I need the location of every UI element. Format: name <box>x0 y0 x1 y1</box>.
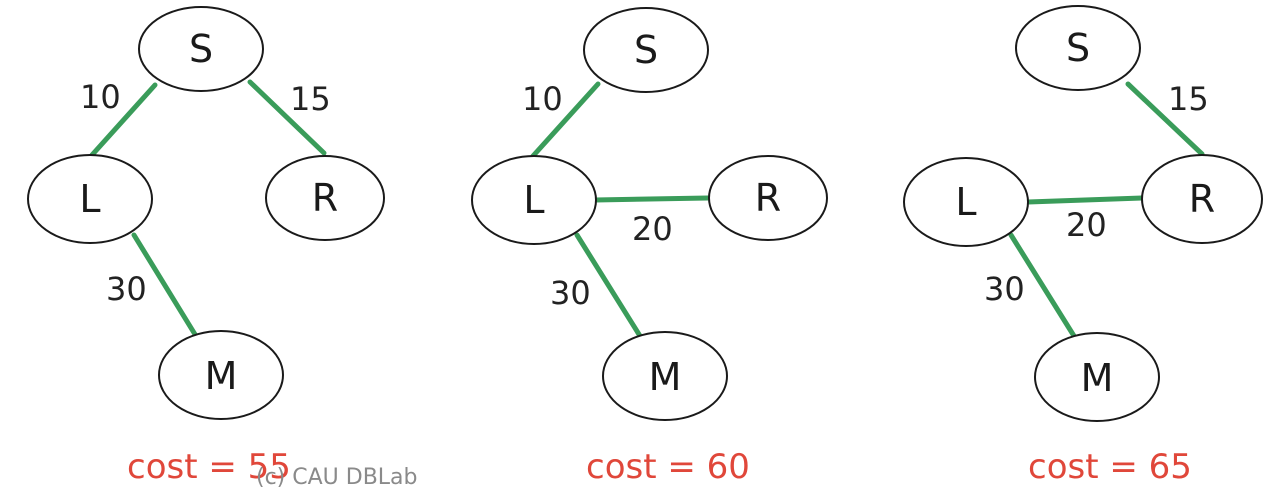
cost-label: cost = 55 <box>127 447 291 487</box>
tree-2: 10 20 30 S L R M cost = 60 <box>471 7 828 487</box>
node-l: L <box>27 154 153 244</box>
node-label: M <box>649 355 682 399</box>
edge-weight-l-r: 20 <box>1066 206 1107 244</box>
tree-1: 10 15 30 S L R M cost = 55 <box>27 6 385 487</box>
node-label: L <box>955 180 976 224</box>
edge-l-r <box>1025 195 1145 205</box>
node-m: M <box>602 331 728 421</box>
edge-weight-l-r: 20 <box>632 210 673 248</box>
node-label: L <box>523 178 544 222</box>
node-m: M <box>158 330 284 420</box>
edge-weight-s-l: 10 <box>522 80 563 118</box>
node-label: L <box>79 177 100 221</box>
node-l: L <box>471 155 597 245</box>
node-r: R <box>1141 154 1263 244</box>
node-label: R <box>755 176 781 220</box>
node-m: M <box>1034 332 1160 422</box>
node-label: S <box>1066 26 1090 70</box>
node-r: R <box>265 155 385 241</box>
node-l: L <box>903 157 1029 247</box>
edge-weight-s-r: 15 <box>1168 80 1209 118</box>
edge-s-l <box>89 82 158 158</box>
edge-l-m <box>1008 232 1077 339</box>
node-label: M <box>205 354 238 398</box>
edge-weight-l-m: 30 <box>550 274 591 312</box>
edge-l-r <box>592 195 711 203</box>
edge-l-m <box>131 232 199 339</box>
edge-s-r <box>247 79 327 156</box>
tree-3: 15 20 30 S L R M cost = 65 <box>903 5 1263 487</box>
cost-label: cost = 65 <box>1028 447 1192 487</box>
edge-s-r <box>1125 81 1205 157</box>
edge-weight-l-m: 30 <box>984 270 1025 308</box>
edge-s-l <box>530 81 601 159</box>
edge-weight-s-l: 10 <box>80 78 121 116</box>
node-label: R <box>312 176 338 220</box>
edge-weight-l-m: 30 <box>106 270 147 308</box>
node-label: M <box>1081 356 1114 400</box>
node-r: R <box>708 155 828 241</box>
cost-label: cost = 60 <box>586 447 750 487</box>
node-label: S <box>634 28 658 72</box>
node-label: R <box>1189 177 1215 221</box>
node-s: S <box>138 6 264 92</box>
node-s: S <box>583 7 709 93</box>
edge-weight-s-r: 15 <box>290 80 331 118</box>
node-label: S <box>189 27 213 71</box>
node-s: S <box>1015 5 1141 91</box>
watermark: (c) CAU DBLab <box>256 465 418 490</box>
edge-l-m <box>574 232 643 339</box>
